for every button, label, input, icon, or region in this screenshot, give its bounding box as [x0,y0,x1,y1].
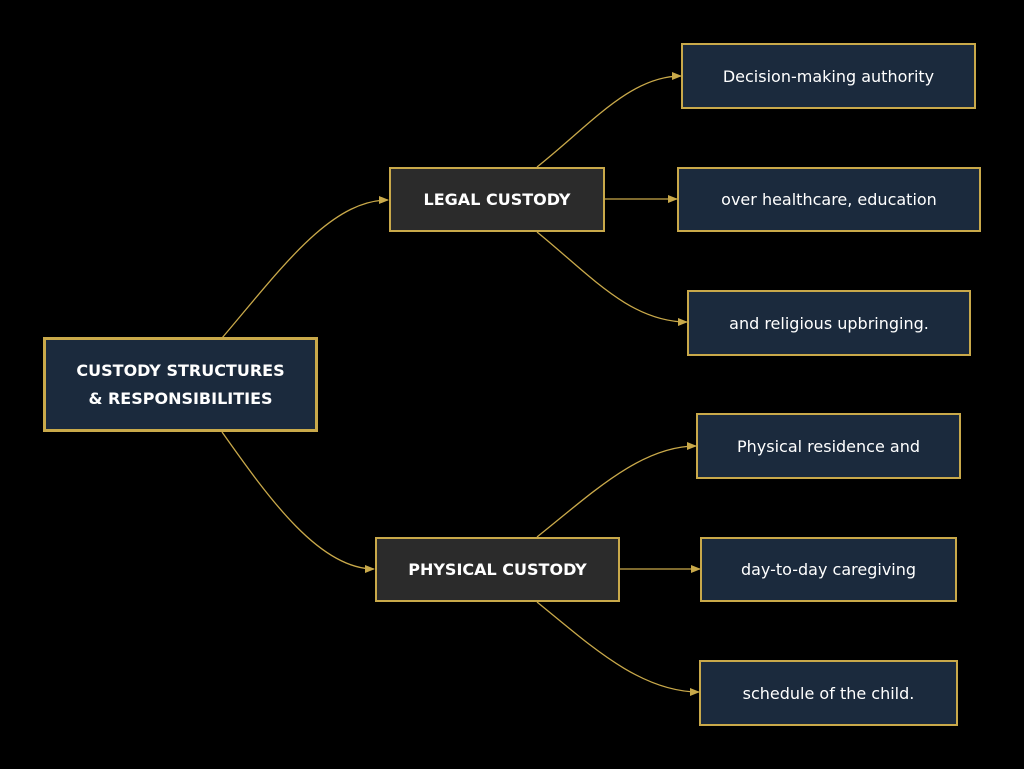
edge-root-to-physical-custody [221,431,375,573]
physical-custody-child-2: day-to-day caregiving [700,537,957,602]
legal-custody-child-3: and religious upbringing. [687,290,971,356]
physical-custody-child-1: Physical residence and [696,413,961,479]
root-node-custody-structures: CUSTODY STRUCTURES & RESPONSIBILITIES [43,337,318,432]
edge-root-to-legal-custody [221,196,389,339]
legal-custody-node: LEGAL CUSTODY [389,167,605,232]
edge-physical-to-child-3 [536,601,700,696]
physical-custody-child-3: schedule of the child. [699,660,958,726]
edge-legal-to-child-1 [536,72,682,168]
edge-legal-to-child-3 [536,231,688,326]
edge-physical-to-child-1 [536,442,697,538]
legal-custody-child-2: over healthcare, education [677,167,981,232]
legal-custody-child-1: Decision-making authority [681,43,976,109]
physical-custody-node: PHYSICAL CUSTODY [375,537,620,602]
